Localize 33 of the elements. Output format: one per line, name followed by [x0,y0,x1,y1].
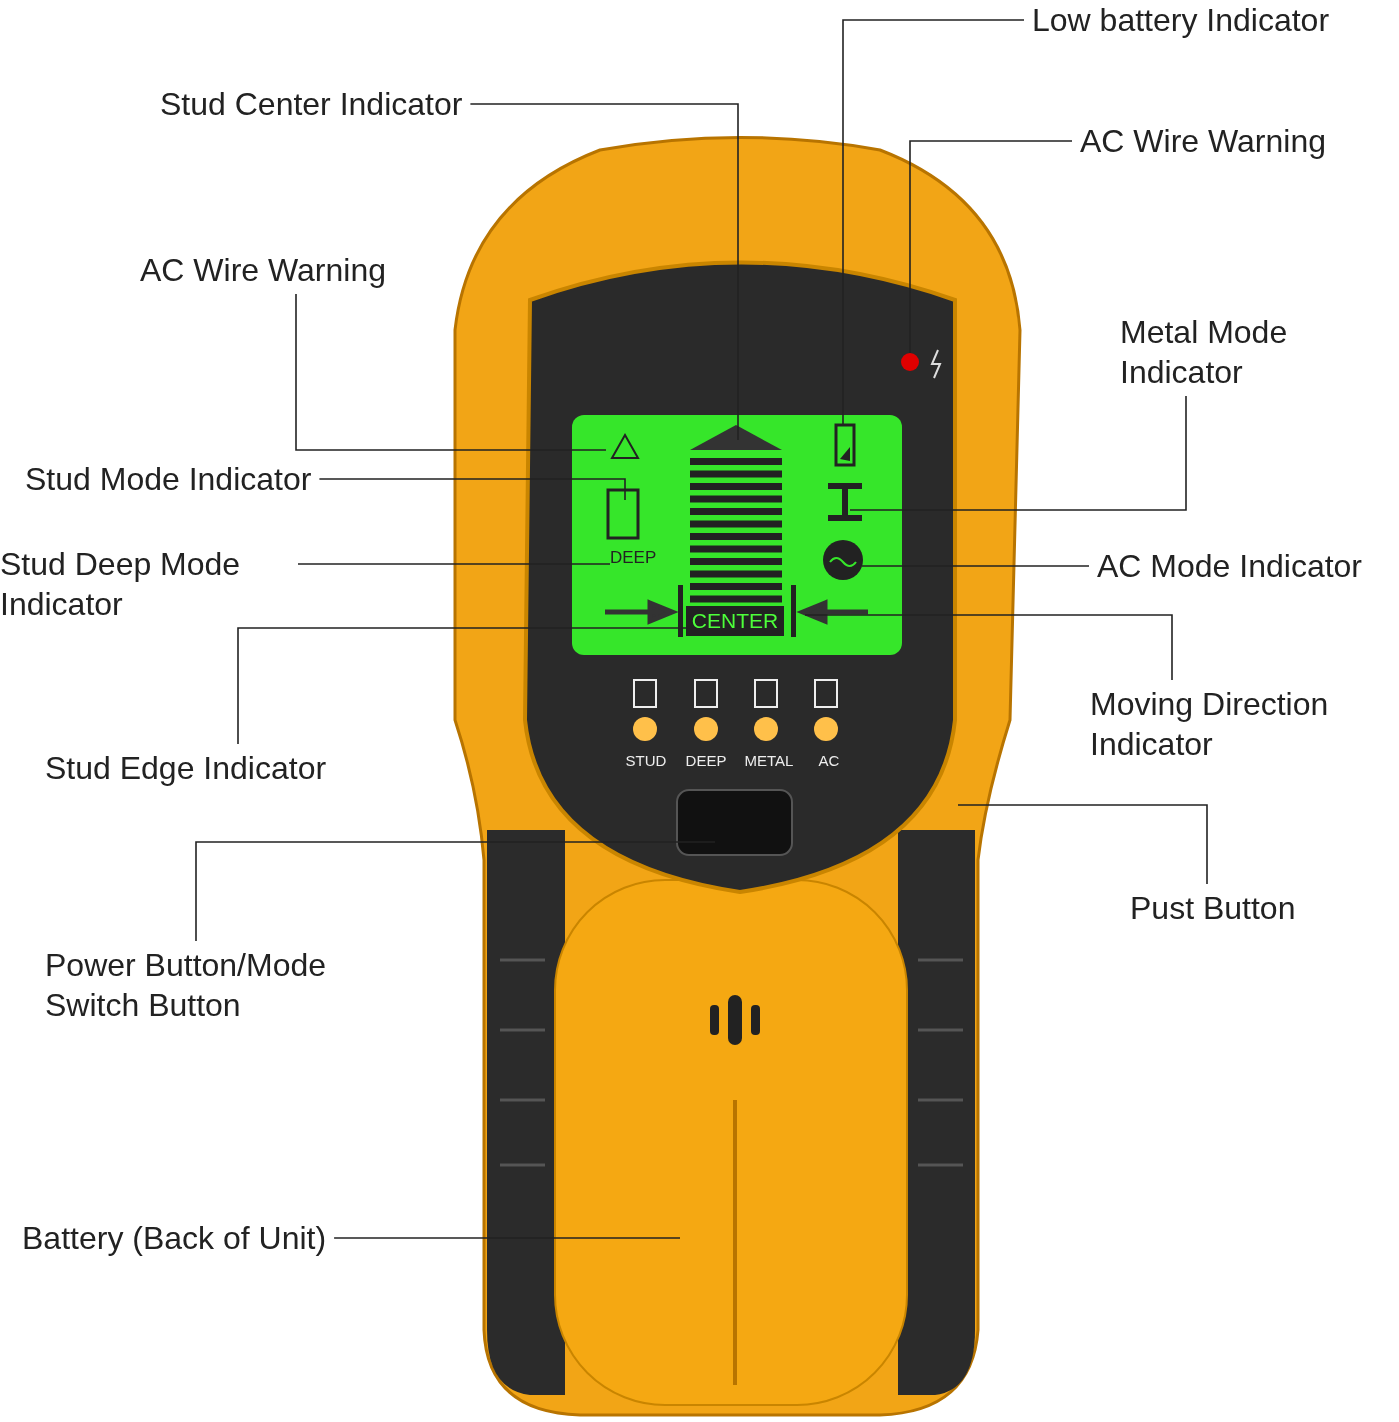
leader-line [295,293,607,451]
leader-line [957,804,1208,885]
leader-line [318,478,626,501]
callout-label: Stud Center Indicator [160,84,463,124]
callout-label: Pust Button [1130,888,1296,928]
callout-label: AC Wire Warning [140,250,386,290]
callout-label: Metal Mode Indicator [1120,312,1340,392]
mode-label: AC [818,752,840,768]
leader-line [861,565,1090,567]
leader-line [849,395,1187,511]
leader-line [842,19,1025,426]
callout-label: Stud Deep Mode Indicator [0,544,290,624]
callout-label: Battery (Back of Unit) [22,1218,327,1258]
callout-label: Moving Direction Indicator [1090,684,1380,764]
mode-label: METAL [744,752,794,768]
leader-line [195,841,716,942]
leader-line [333,1237,681,1239]
leader-line [297,563,611,565]
battery-icon [834,423,856,467]
leader-line [237,627,687,745]
callout-label: Stud Edge Indicator [45,748,327,788]
center-indicator: CENTER [686,606,784,636]
mode-label: DEEP [685,752,727,768]
mode-label: STUD [625,752,667,768]
callout-label: Low battery Indicator [1032,0,1330,40]
callout-label: AC Wire Warning [1080,121,1326,161]
leader-line [469,103,739,441]
callout-label: Power Button/Mode Switch Button [45,945,380,1025]
leader-line [804,614,1173,681]
leader-line [909,140,1073,354]
display-label: DEEP [610,548,657,568]
callout-label: Stud Mode Indicator [25,459,312,499]
callout-label: AC Mode Indicator [1097,546,1362,586]
